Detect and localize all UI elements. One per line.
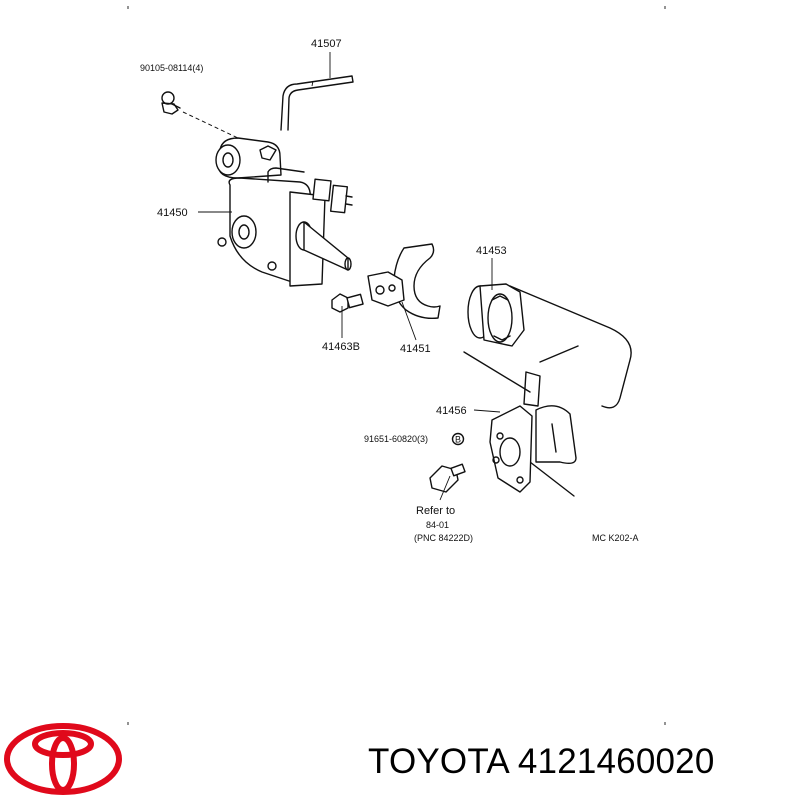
label-41507: 41507 [311,38,342,50]
label-90105-08114: 90105-08114(4) [140,63,203,73]
toyota-logo-icon [4,723,122,795]
label-diagram-code: MC K202-A [592,533,639,543]
sleeve-41453 [467,283,525,347]
crop-marks [127,6,666,725]
hose-41507 [280,75,354,131]
transfer-case-housing [463,285,632,497]
label-41456: 41456 [436,405,467,417]
leader-lines [198,52,501,501]
shift-fork-41451 [367,243,441,320]
label-refer-pnc: (PNC 84222D) [414,533,473,543]
bolt-90105 [161,91,239,139]
part-number-caption: TOYOTA 4121460020 [368,742,715,781]
actuator-41450 [215,137,353,287]
circle-b-marker: B [451,432,465,446]
label-91651-60820: 91651-60820(3) [364,434,428,444]
switch-84222d [429,463,466,493]
label-41451: 41451 [400,343,431,355]
label-41453: 41453 [476,245,507,257]
label-refer-code: 84-01 [426,520,449,530]
circle-b-text: B [455,435,461,445]
plate-41456 [489,405,533,493]
label-refer-to: Refer to [416,505,455,517]
bolt-41463b [331,293,364,313]
label-41463b: 41463B [322,341,360,353]
label-41450: 41450 [157,207,188,219]
